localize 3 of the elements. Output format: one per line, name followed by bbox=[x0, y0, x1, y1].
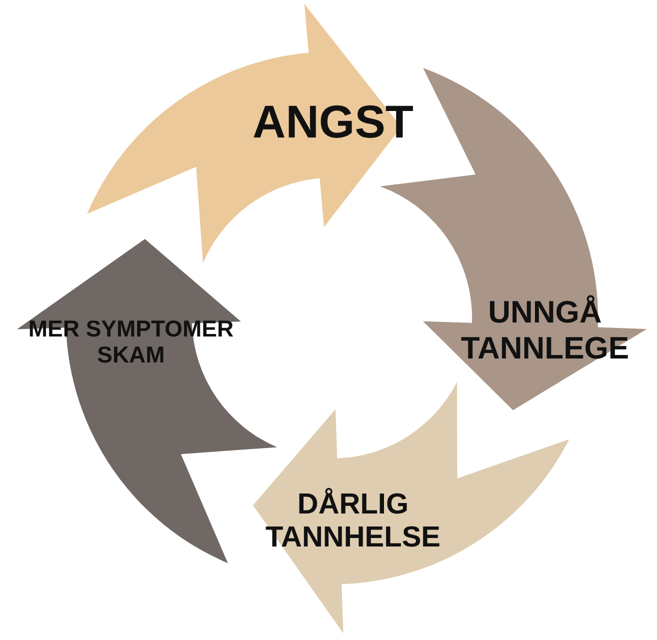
cycle-arrow-segment bbox=[252, 382, 569, 633]
segment-label: DÅRLIG TANNHELSE bbox=[264, 488, 442, 556]
segment-label: ANGST bbox=[251, 96, 414, 148]
